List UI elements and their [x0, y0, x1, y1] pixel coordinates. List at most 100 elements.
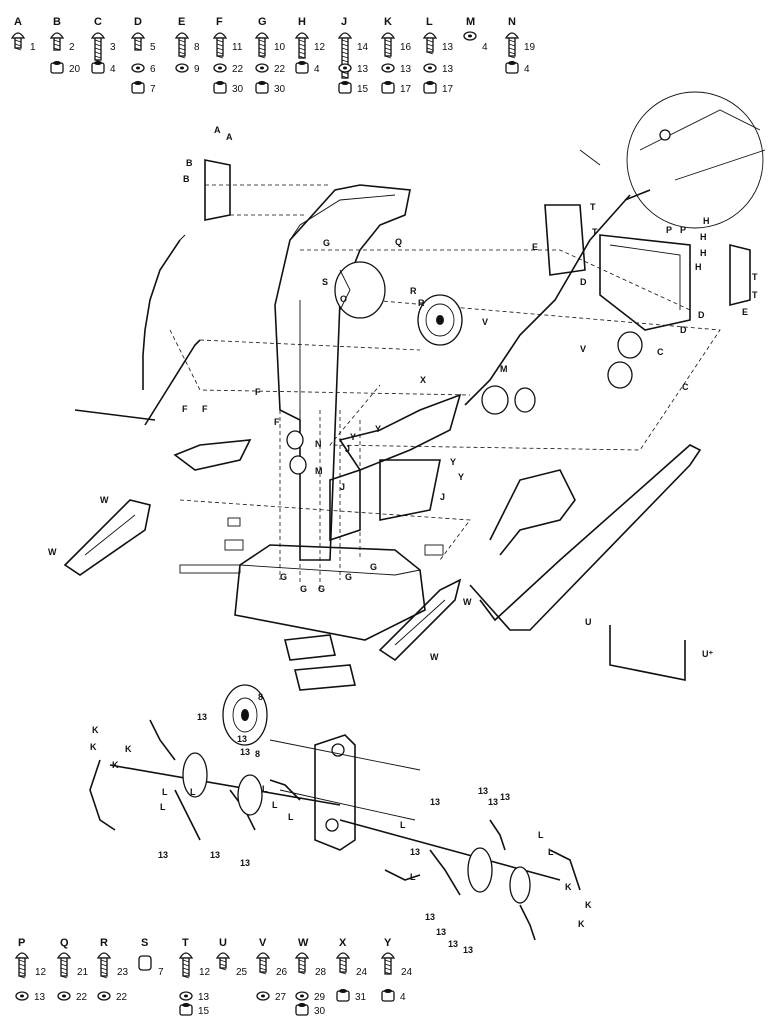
- callout-j: J: [440, 492, 445, 502]
- callout-w: W: [48, 547, 57, 557]
- legend-extra-ref: 17: [400, 84, 412, 95]
- legend-item-c: C34: [90, 16, 116, 75]
- legend-item-a: A1: [10, 16, 36, 53]
- callout-w: W: [100, 495, 109, 505]
- legend-extra-ref: 17: [442, 84, 454, 95]
- legend-extra-ref: 13: [442, 64, 454, 75]
- legend-letter: P: [18, 937, 25, 949]
- legend-extra-ref: 13: [34, 992, 46, 1003]
- legend-ref: 12: [199, 967, 211, 978]
- legend-extra-ref: 4: [400, 992, 406, 1003]
- bolt-icon: [504, 32, 520, 59]
- callout-13: 13: [410, 847, 420, 857]
- callout-l: L: [190, 787, 196, 797]
- legend-ref: 8: [194, 42, 200, 53]
- callout-h: H: [695, 262, 702, 272]
- legend-extra-ref: 31: [355, 992, 367, 1003]
- bolt-icon: [422, 32, 438, 55]
- callout-j: J: [340, 482, 345, 492]
- nut-icon: [57, 991, 71, 1001]
- nut-icon: [50, 61, 64, 74]
- nut-icon: [213, 81, 227, 94]
- legend-extra-ref: 9: [194, 64, 200, 75]
- legend-extra-ref: 13: [400, 64, 412, 75]
- callout-p: P: [680, 225, 686, 235]
- callout-d: D: [580, 277, 587, 287]
- callout-l: L: [262, 784, 268, 794]
- callout-b: B: [186, 158, 193, 168]
- nut-icon: [505, 61, 519, 74]
- legend-ref: 19: [524, 42, 536, 53]
- callout-13: 13: [463, 945, 473, 955]
- callout-g: G: [345, 572, 352, 582]
- callout-t: T: [752, 290, 758, 300]
- bolt-icon: [56, 952, 72, 979]
- bolt-icon: [10, 32, 26, 51]
- callout-l: L: [410, 872, 416, 882]
- callout-x: X: [420, 375, 426, 385]
- callout-y: Y: [375, 424, 381, 434]
- legend-letter: V: [259, 937, 267, 949]
- bolt-icon: [14, 952, 30, 979]
- bolt-icon: [254, 32, 270, 59]
- bolt-icon: [215, 952, 231, 971]
- callout-13: 13: [430, 797, 440, 807]
- legend-ref: 24: [356, 967, 368, 978]
- callout-13: 13: [240, 858, 250, 868]
- callout-l: L: [538, 830, 544, 840]
- legend-ref: 2: [69, 42, 75, 53]
- callout-k: K: [112, 760, 119, 770]
- callout-y: Y: [450, 457, 456, 467]
- legend-letter: H: [298, 16, 306, 28]
- legend-item-e: E89: [174, 16, 200, 75]
- nut-icon: [91, 61, 105, 74]
- legend-letter: L: [426, 16, 433, 28]
- legend-ref: 21: [77, 967, 89, 978]
- nut-icon: [336, 989, 350, 1002]
- callout-f: F: [202, 404, 208, 414]
- callout-w: W: [430, 652, 439, 662]
- legend-extra-ref: 4: [314, 64, 320, 75]
- legend-ref: 5: [150, 42, 156, 53]
- legend-letter: B: [53, 16, 61, 28]
- legend-ref: 13: [442, 42, 454, 53]
- callout-k: K: [578, 919, 585, 929]
- legend-item-m: M4: [463, 16, 488, 53]
- callout-h: H: [700, 232, 707, 242]
- legend-ref: 12: [314, 42, 326, 53]
- nut-icon: [175, 63, 189, 73]
- legend-letter: K: [384, 16, 392, 28]
- callout-f: F: [274, 417, 280, 427]
- callout-k: K: [585, 900, 592, 910]
- callout-w: W: [463, 597, 472, 607]
- nut-icon: [255, 63, 269, 73]
- callout-13: 13: [240, 747, 250, 757]
- callout-8: 8: [258, 692, 263, 702]
- callout-m: M: [500, 364, 508, 374]
- legend-ref: 23: [117, 967, 129, 978]
- callout-a: A: [214, 125, 221, 135]
- legend-extra-ref: 30: [232, 84, 244, 95]
- legend-ref: 14: [357, 42, 369, 53]
- callout-13: 13: [237, 734, 247, 744]
- callout-g: G: [318, 584, 325, 594]
- nut-icon: [179, 1003, 193, 1016]
- callout-v: V: [580, 344, 586, 354]
- legend-extra-ref: 22: [274, 64, 286, 75]
- callout-k: K: [90, 742, 97, 752]
- legend-extra-ref: 22: [232, 64, 244, 75]
- callout-13: 13: [158, 850, 168, 860]
- nut-icon: [381, 81, 395, 94]
- callout-e: E: [742, 307, 748, 317]
